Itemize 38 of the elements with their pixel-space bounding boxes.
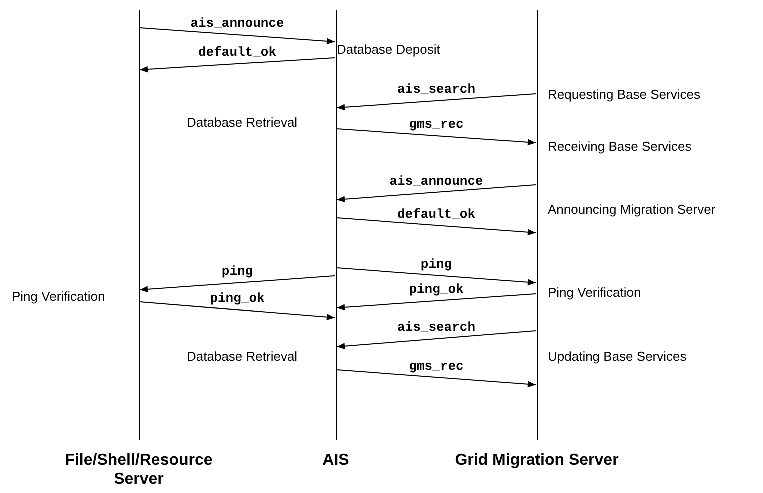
message-arrow (336, 330, 536, 350)
message-arrow (336, 94, 536, 111)
message-label: default_ok (198, 46, 276, 60)
lifeline (536, 10, 538, 440)
message-label: ais_announce (190, 17, 284, 31)
message-label: ping (222, 265, 254, 279)
message-arrow (336, 218, 536, 236)
message-label: ais_announce (390, 174, 484, 188)
lifeline (138, 10, 140, 440)
message-arrow (140, 276, 336, 293)
participant-name: Grid Migration Server (454, 451, 620, 470)
message-label: gms_rec (409, 360, 464, 374)
message-arrow (140, 28, 336, 45)
activity-note: Database Deposit (337, 42, 440, 57)
message-label: default_ok (398, 208, 476, 222)
message-arrow (336, 128, 536, 146)
message-label: ping_ok (409, 283, 464, 297)
message-label: ais_search (398, 83, 476, 97)
message-label: ping_ok (210, 292, 265, 306)
activity-note: Database Retrieval (187, 115, 298, 130)
activity-note: Updating Base Services (548, 349, 687, 364)
message-label: ais_search (398, 321, 476, 335)
activity-note: Receiving Base Services (548, 139, 692, 154)
message-arrow (140, 302, 336, 321)
message-label: ping (420, 258, 452, 272)
activity-note: Database Retrieval (187, 349, 298, 364)
participant-name: AIS (322, 451, 350, 470)
message-arrow (140, 58, 336, 73)
activity-note: Announcing Migration Server (548, 202, 716, 217)
activity-note: Requesting Base Services (548, 87, 700, 102)
message-arrow (336, 268, 536, 286)
activity-note: Ping Verification (12, 289, 106, 304)
message-arrow (336, 184, 536, 203)
message-label: gms_rec (409, 118, 464, 132)
participant-name: File/Shell/Resource Server (64, 451, 214, 489)
message-arrow (336, 370, 536, 388)
activity-note: Ping Verification (548, 285, 642, 300)
message-arrow (336, 294, 536, 311)
